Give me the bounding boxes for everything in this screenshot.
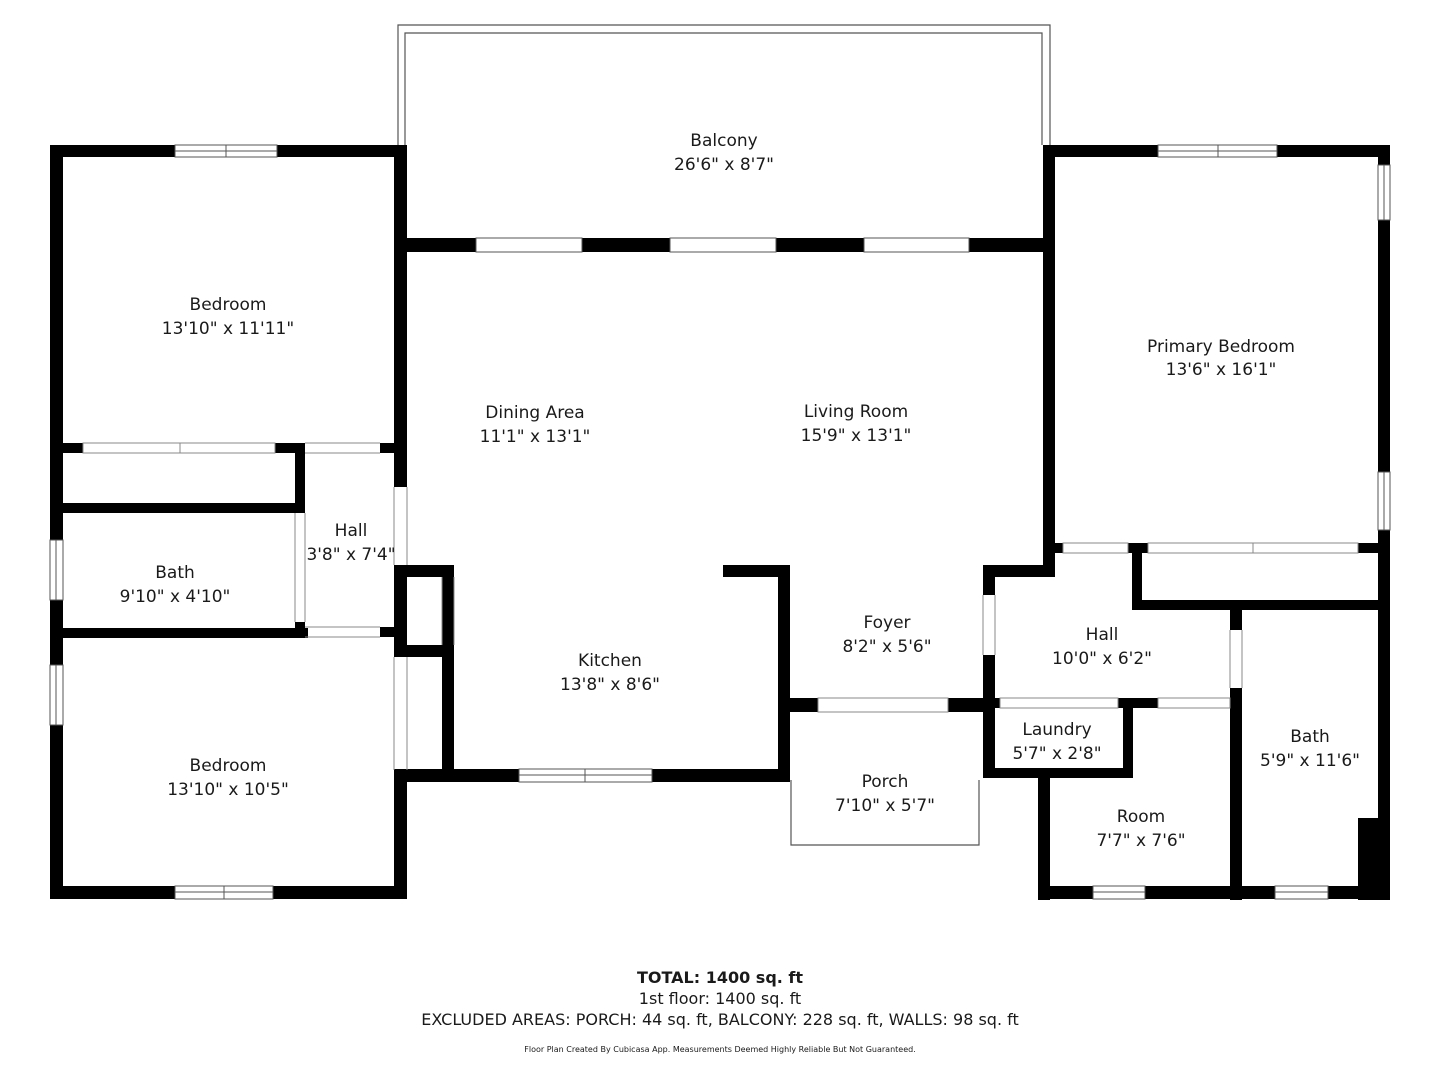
- room-dims-dining: 11'1" x 13'1": [480, 427, 591, 447]
- room-name-room: Room: [1117, 807, 1165, 827]
- room-dims-hall-right: 10'0" x 6'2": [1052, 649, 1152, 669]
- excluded-areas: EXCLUDED AREAS: PORCH: 44 sq. ft, BALCON…: [421, 1010, 1019, 1029]
- room-dims-foyer: 8'2" x 5'6": [842, 637, 931, 657]
- room-dims-porch: 7'10" x 5'7": [835, 796, 935, 816]
- thin-partitions: [82, 442, 1359, 770]
- room-name-kitchen: Kitchen: [578, 651, 642, 671]
- balcony-outline: [397, 24, 1051, 145]
- room-name-bedroom-top: Bedroom: [190, 295, 267, 315]
- room-name-bath-right: Bath: [1290, 727, 1330, 747]
- room-dims-balcony: 26'6" x 8'7": [674, 155, 774, 175]
- room-dims-bath-right: 5'9" x 11'6": [1260, 751, 1360, 771]
- room-name-bath-left: Bath: [155, 563, 195, 583]
- room-name-hall-left: Hall: [335, 521, 368, 541]
- room-name-laundry: Laundry: [1022, 720, 1091, 740]
- room-dims-laundry: 5'7" x 2'8": [1012, 744, 1101, 764]
- room-dims-bedroom-bottom: 13'10" x 10'5": [167, 780, 289, 800]
- room-dims-primary-bedroom: 13'6" x 16'1": [1166, 360, 1277, 380]
- room-name-porch: Porch: [862, 772, 909, 792]
- room-dims-living: 15'9" x 13'1": [801, 426, 912, 446]
- windows: [49, 144, 1391, 900]
- room-dims-bedroom-top: 13'10" x 11'11": [162, 319, 294, 339]
- porch-outline: [790, 780, 980, 846]
- room-dims-bath-left: 9'10" x 4'10": [120, 587, 231, 607]
- room-name-dining: Dining Area: [485, 403, 584, 423]
- floor-plan: Balcony 26'6" x 8'7" Bedroom 13'10" x 11…: [49, 24, 1391, 900]
- room-dims-hall-left: 3'8" x 7'4": [306, 545, 395, 565]
- room-name-primary-bedroom: Primary Bedroom: [1147, 337, 1295, 357]
- total-area: TOTAL: 1400 sq. ft: [636, 968, 804, 987]
- disclaimer: Floor Plan Created By Cubicasa App. Meas…: [524, 1045, 916, 1054]
- room-name-hall-right: Hall: [1086, 625, 1119, 645]
- room-dims-kitchen: 13'8" x 8'6": [560, 675, 660, 695]
- floor-area: 1st floor: 1400 sq. ft: [638, 989, 802, 1008]
- room-name-living: Living Room: [804, 402, 908, 422]
- room-name-foyer: Foyer: [863, 613, 910, 633]
- room-name-bedroom-bottom: Bedroom: [190, 756, 267, 776]
- room-dims-room: 7'7" x 7'6": [1096, 831, 1185, 851]
- room-name-balcony: Balcony: [690, 131, 757, 151]
